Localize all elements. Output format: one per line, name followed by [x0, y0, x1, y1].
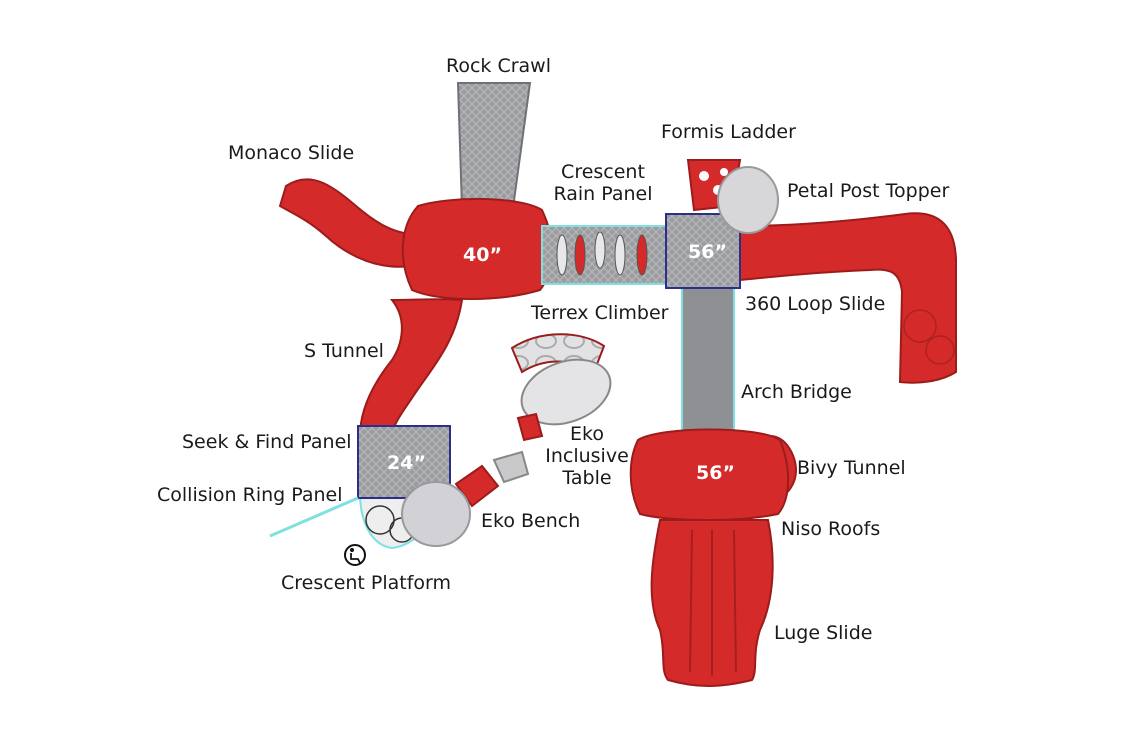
rock-crawl: [456, 82, 532, 209]
monaco-slide: [278, 178, 414, 268]
label-niso-roofs: Niso Roofs: [781, 518, 881, 540]
eko-table-seat: [516, 412, 544, 442]
luge-slide-ridge-1: [689, 529, 693, 673]
rain-panel-slot-4: [614, 234, 626, 276]
deck-56-top: [665, 213, 741, 289]
luge-slide-ridge-3: [733, 529, 737, 673]
deck-56-top-height: 56”: [688, 241, 727, 263]
crescent-platform-ring-1: [365, 505, 395, 535]
deck-56-bottom: [629, 428, 790, 521]
petal-post-topper: [717, 166, 779, 234]
label-crescent-platform: Crescent Platform: [281, 572, 452, 594]
formis-ladder-hold-3: [720, 168, 728, 176]
label-rock-crawl: Rock Crawl: [446, 55, 552, 77]
eko-bench-seat-2: [492, 450, 530, 484]
label-s-tunnel: S Tunnel: [304, 340, 384, 362]
rain-panel-slot-1: [556, 234, 568, 276]
label-monaco-slide: Monaco Slide: [228, 142, 355, 164]
label-crescent-rain-panel: Crescent Rain Panel: [553, 161, 653, 205]
rain-panel-slot-3: [594, 231, 606, 269]
label-seek-find-panel: Seek & Find Panel: [182, 431, 352, 453]
label-collision-ring-panel: Collision Ring Panel: [157, 484, 343, 506]
wheelchair-accessible-icon: [344, 544, 366, 566]
rain-panel-slot-5: [636, 234, 648, 276]
loop-slide-ring-2: [925, 335, 955, 365]
arch-bridge: [681, 283, 735, 433]
label-luge-slide: Luge Slide: [774, 622, 873, 644]
eko-bench: [401, 481, 471, 547]
loop-slide: [739, 212, 957, 384]
label-terrex-climber: Terrex Climber: [531, 302, 669, 324]
loop-slide-ring-1: [903, 309, 937, 343]
label-loop-slide: 360 Loop Slide: [745, 293, 886, 315]
label-bivy-tunnel: Bivy Tunnel: [797, 457, 906, 479]
collision-ring-panel: [269, 496, 359, 538]
label-petal-post-topper: Petal Post Topper: [787, 180, 950, 202]
deck-56-bottom-height: 56”: [696, 462, 735, 484]
label-arch-bridge: Arch Bridge: [741, 381, 852, 403]
deck-24-height: 24”: [387, 452, 426, 474]
rain-panel-slot-2: [574, 234, 586, 276]
label-formis-ladder: Formis Ladder: [661, 121, 796, 143]
eko-inclusive-table: [520, 358, 612, 426]
s-tunnel: [358, 298, 464, 437]
formis-ladder-hold-1: [699, 171, 709, 181]
label-eko-bench: Eko Bench: [481, 510, 581, 532]
deck-40-height: 40”: [463, 244, 502, 266]
label-eko-inclusive-table: Eko Inclusive Table: [545, 423, 629, 489]
deck-40: [401, 197, 554, 300]
